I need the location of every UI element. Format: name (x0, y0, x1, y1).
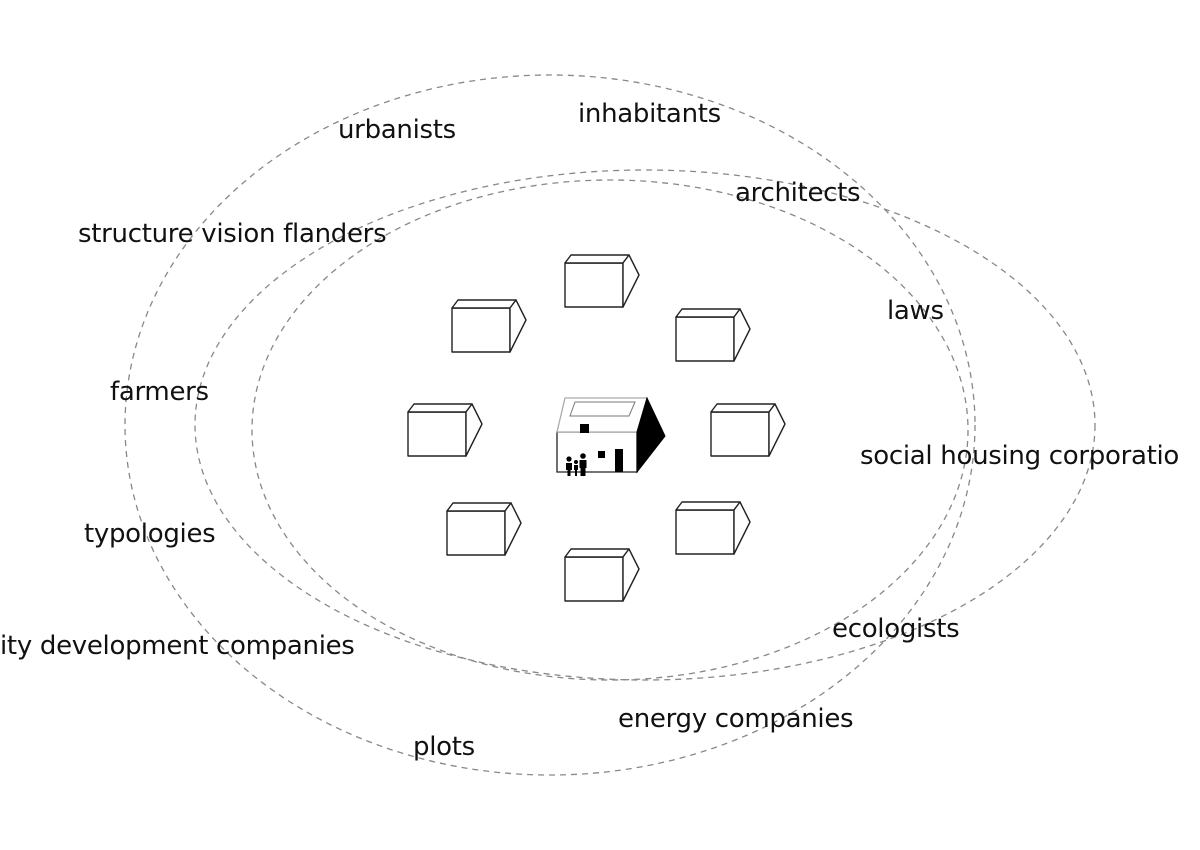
label-typologies: typologies (84, 519, 216, 549)
house-icon-bottom-right (675, 501, 751, 555)
house-icon-right (710, 403, 786, 457)
family-icon (566, 453, 587, 476)
house-icon-bottom-left (446, 502, 522, 556)
label-architects: architects (735, 178, 861, 208)
label-structure-vision-flanders: structure vision flanders (78, 219, 387, 249)
ellipse-wide (194, 169, 1096, 681)
label-city-development-companies: ity development companies (0, 631, 355, 661)
label-inhabitants: inhabitants (578, 99, 721, 129)
label-urbanists: urbanists (338, 115, 456, 145)
house-icon-bottom (564, 548, 640, 602)
house-icon-top-right (675, 308, 751, 362)
central-house-icon (556, 396, 666, 476)
label-farmers: farmers (110, 377, 209, 407)
label-laws: laws (887, 296, 944, 326)
house-icon-top-left (451, 299, 527, 353)
label-plots: plots (413, 732, 475, 762)
ellipse-outer-tall (124, 74, 976, 776)
house-icon-left (407, 403, 483, 457)
ellipse-inner (251, 179, 969, 681)
house-icon-top (564, 254, 640, 308)
label-social-housing-corporation: social housing corporatio (860, 441, 1180, 471)
label-energy-companies: energy companies (618, 704, 854, 734)
label-ecologists: ecologists (832, 614, 960, 644)
